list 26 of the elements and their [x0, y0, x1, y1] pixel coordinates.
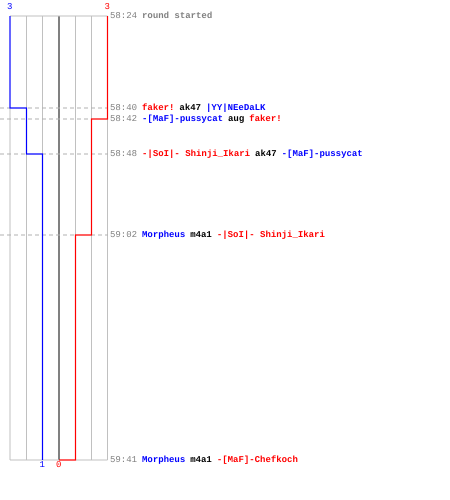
timestamp: 58:42: [110, 113, 138, 125]
event-text: -[MaF]-pussycat: [142, 113, 224, 125]
event-text: faker!: [142, 102, 174, 114]
event-text: ak47: [179, 102, 202, 114]
event-text: aug: [228, 113, 244, 125]
event-text: round started: [142, 10, 212, 22]
event-text: Morpheus: [142, 229, 186, 241]
timestamp: 59:02: [110, 229, 138, 241]
event-text: m4a1: [190, 454, 212, 466]
event-text: -|SoI|- Shinji_Ikari: [216, 229, 325, 241]
event-text: faker!: [249, 113, 282, 125]
event-text: -|SoI|- Shinji_Ikari: [142, 148, 250, 160]
event-text: |YY|NEeDaLK: [206, 102, 266, 114]
player-count: 1: [40, 461, 45, 470]
player-count: 3: [104, 3, 110, 12]
timestamp: 58:24: [110, 10, 138, 22]
event-text: Morpheus: [142, 454, 186, 466]
event-text: -[MaF]-Chefkoch: [216, 454, 298, 466]
event-text: ak47: [255, 148, 277, 160]
player-count: 0: [56, 461, 62, 470]
timestamp: 59:41: [110, 454, 138, 466]
event-text: -[MaF]-pussycat: [282, 148, 363, 160]
player-count: 3: [7, 3, 12, 12]
timestamp: 58:40: [110, 102, 138, 114]
event-text: m4a1: [190, 229, 212, 241]
timestamp: 58:48: [110, 148, 138, 160]
